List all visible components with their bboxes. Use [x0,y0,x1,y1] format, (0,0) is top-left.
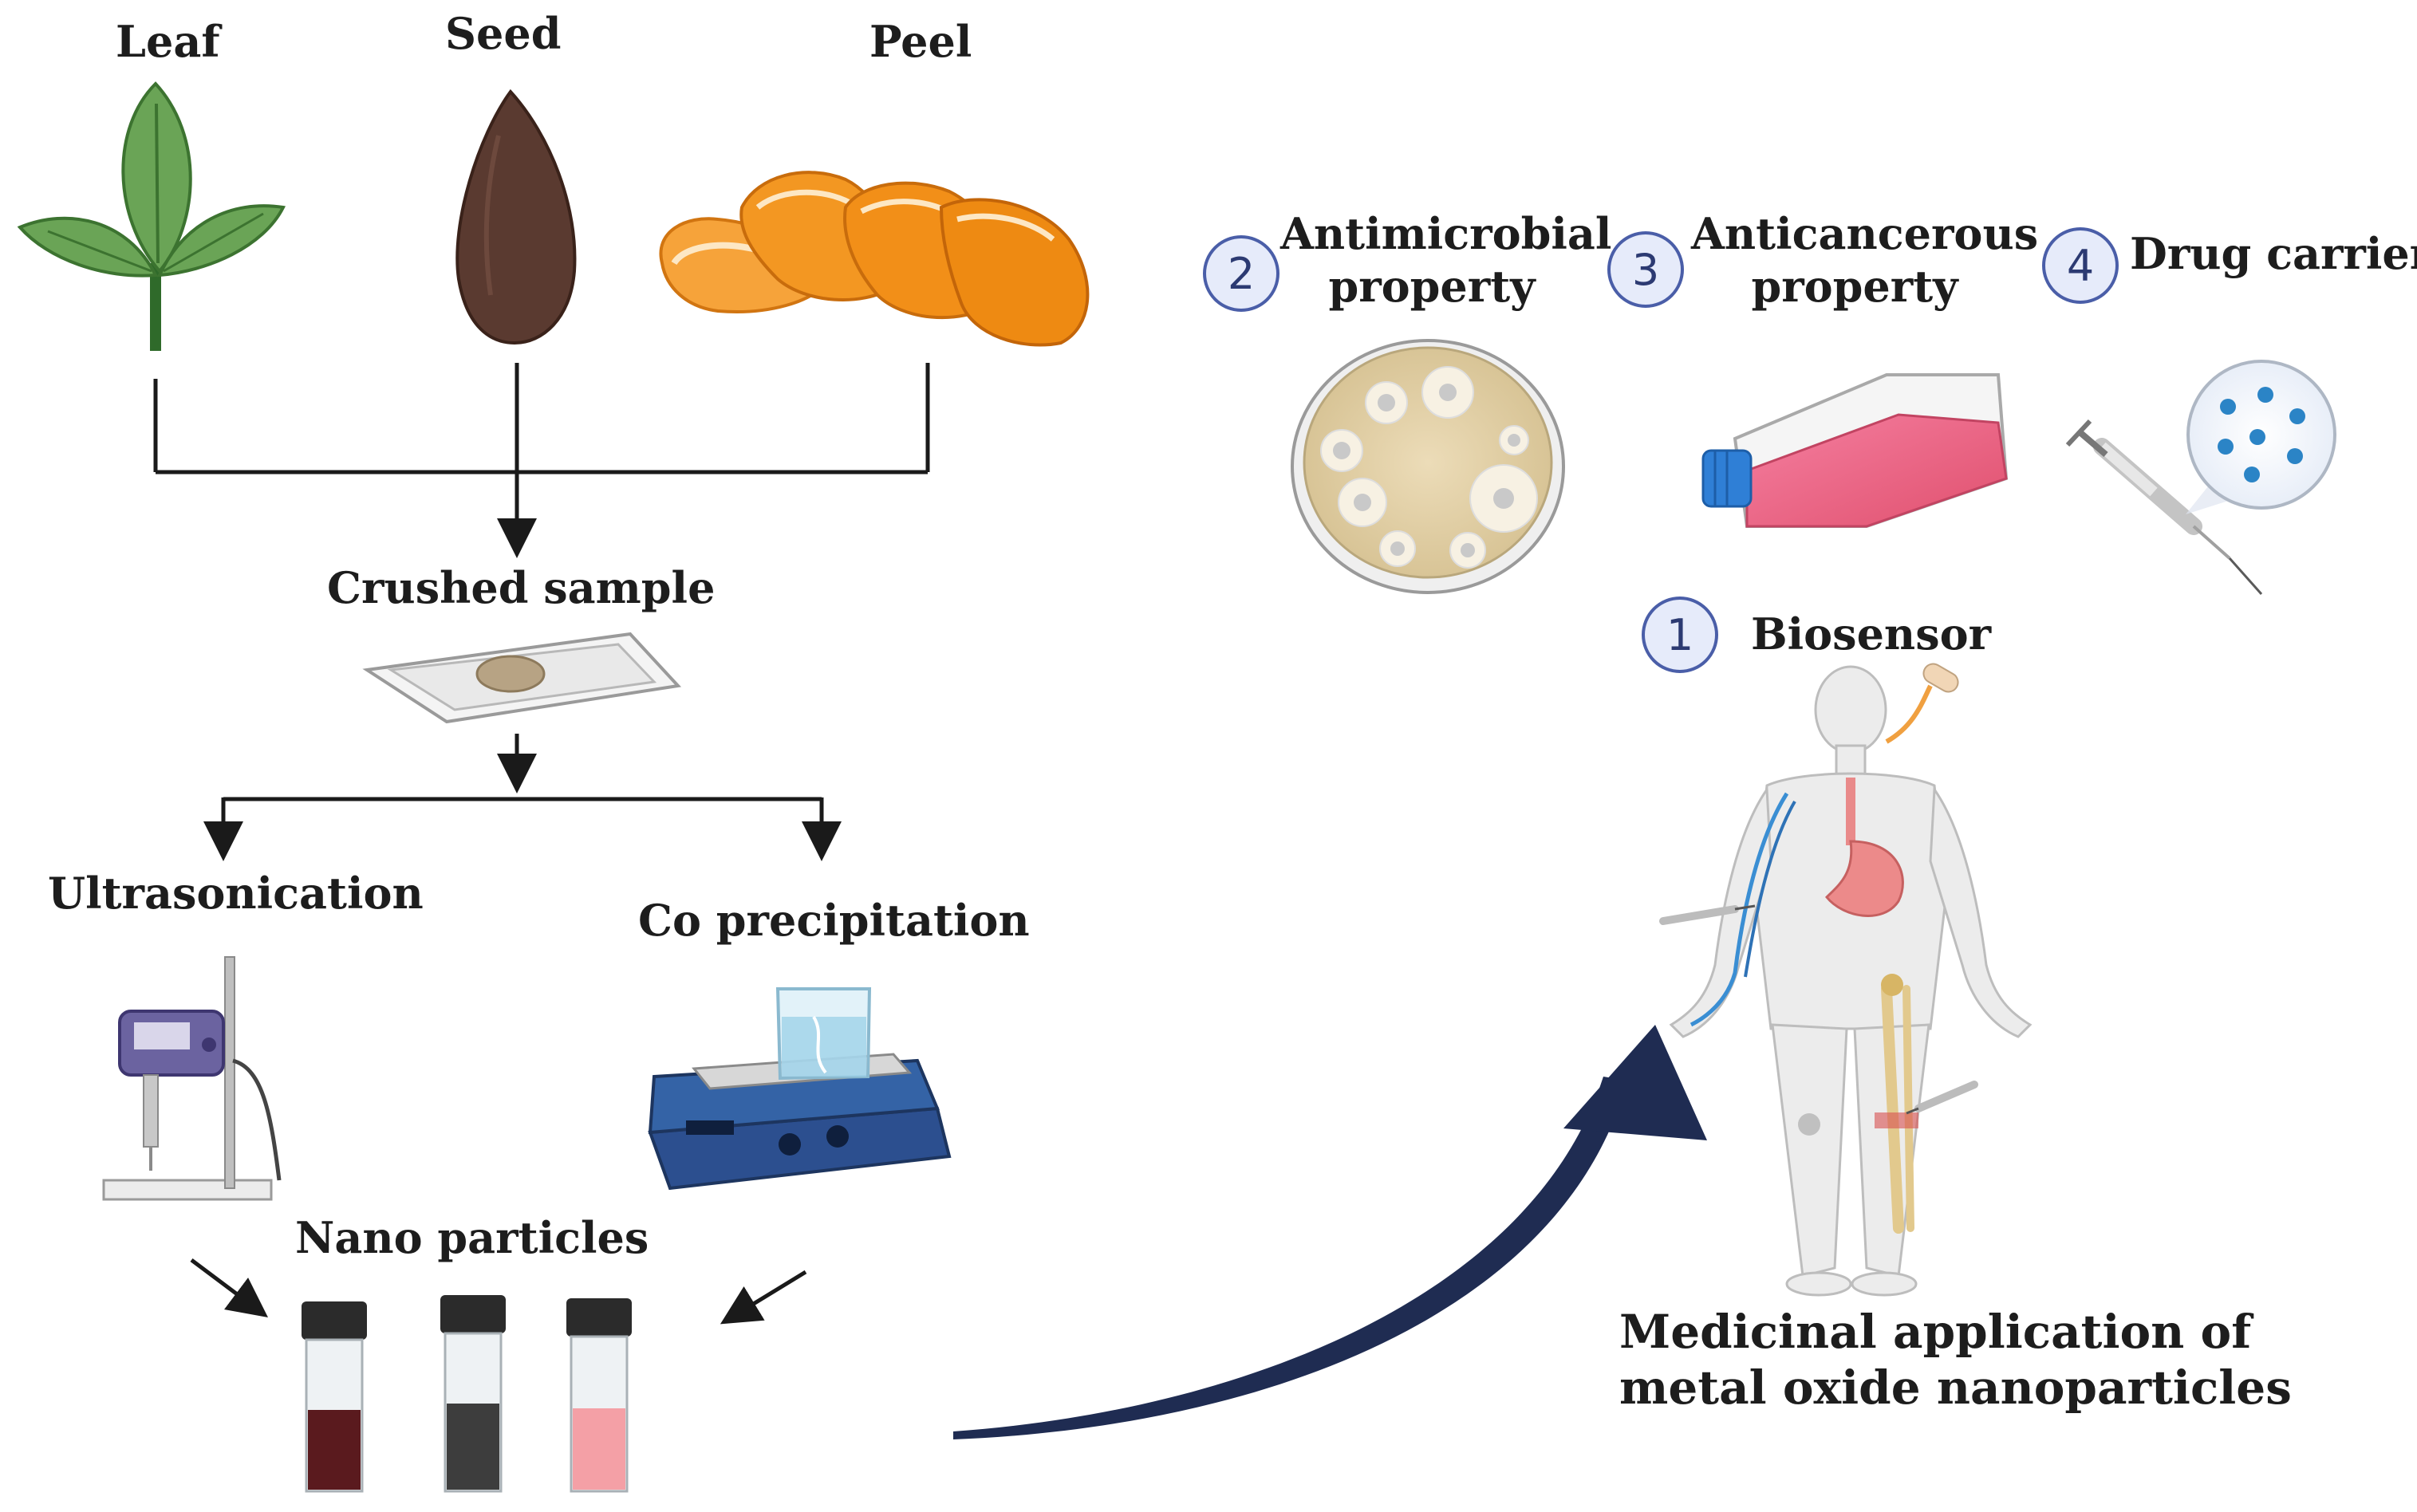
crushed-sample-tray-icon [362,632,682,724]
application-arrow [953,1025,1707,1439]
ultrasonicator-icon [102,956,282,1201]
drug-carrier-syringe-icon [2065,360,2336,595]
vial-pink [566,1298,632,1493]
coprecipitation-label: Co precipitation [638,895,1030,946]
anticancerous-label: Anticancerous property [1691,207,2039,313]
antimicrobial-label-line2: property [1328,261,1536,312]
badge-3: 3 [1607,231,1684,308]
biosensor-label: Biosensor [1751,608,1992,660]
orange-peel-icon [659,171,1090,347]
split-connector [203,734,842,861]
drug-carrier-label: Drug carrier [2130,228,2417,279]
human-body-icon [1659,663,2033,1297]
antimicrobial-label: Antimicrobial property [1280,207,1612,313]
source-connector [153,363,930,558]
medicinal-application-caption: Medicinal application of metal oxide nan… [1619,1304,2292,1416]
nanoparticle-connectors [190,1258,807,1325]
badge-1: 1 [1642,597,1718,673]
nanoparticles-label: Nano particles [295,1212,649,1263]
anticancerous-label-line2: property [1751,261,1958,312]
badge-2: 2 [1203,235,1279,312]
badge-4: 4 [2042,227,2119,304]
caption-line2: metal oxide nanoparticles [1619,1360,2292,1415]
seed-icon [455,89,577,345]
seed-label: Seed [445,8,562,59]
vial-dark-gray [440,1295,506,1493]
ultrasonication-label: Ultrasonication [48,868,424,919]
cell-culture-flask-icon [1701,373,2009,528]
vial-dark-red [302,1301,367,1493]
anticancerous-label-line1: Anticancerous [1691,208,2039,259]
leaf-label: Leaf [116,16,220,67]
hotplate-stirrer-icon [648,987,952,1191]
peel-label: Peel [869,16,972,67]
crushed-sample-label: Crushed sample [327,562,716,613]
leaf-icon [17,81,286,351]
petri-dish-icon [1291,339,1565,594]
caption-line1: Medicinal application of [1619,1305,2252,1359]
antimicrobial-label-line1: Antimicrobial [1280,208,1612,259]
